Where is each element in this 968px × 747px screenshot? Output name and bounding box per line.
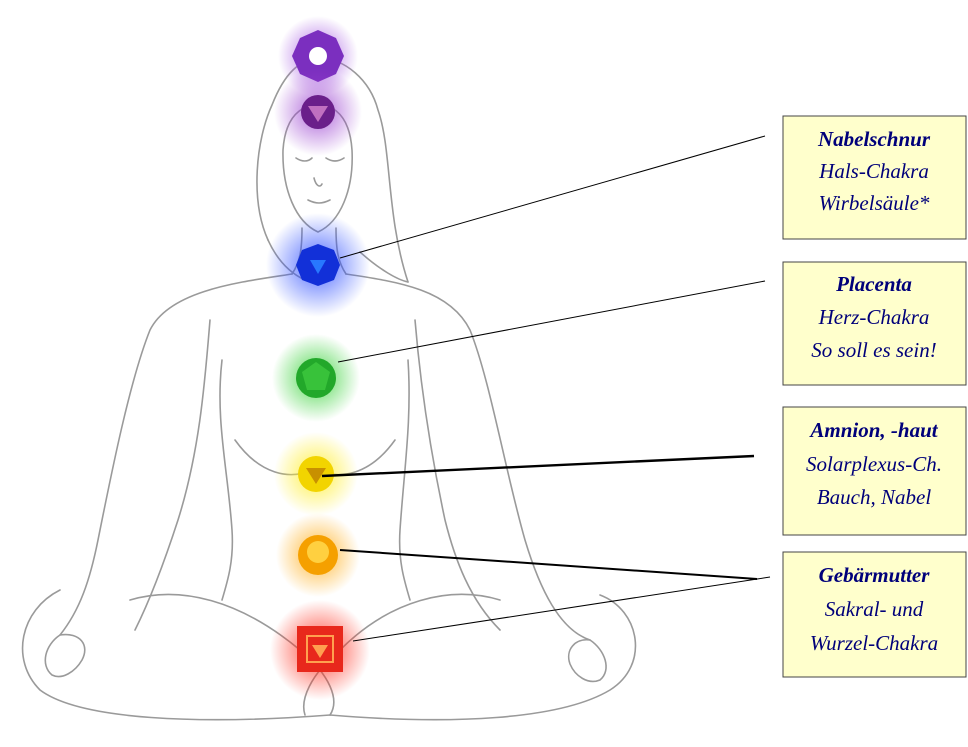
label-line: Solarplexus-Ch. [806,452,942,476]
label-line: Wirbelsäule* [819,191,930,215]
label-title: Gebärmutter [819,563,931,587]
label-line: Sakral- und [825,597,924,621]
chakra-heart [272,334,360,422]
leader-line-root [353,577,770,641]
chakra-root [270,600,370,700]
label-title: Amnion, -haut [808,418,938,442]
leader-line-throat [340,136,765,258]
label-title: Nabelschnur [817,127,931,151]
label-box-placenta: Placenta Herz-Chakra So soll es sein! [783,262,966,385]
label-box-nabelschnur: Nabelschnur Hals-Chakra Wirbelsäule* [783,116,966,239]
label-line: Hals-Chakra [818,159,929,183]
label-line: Wurzel-Chakra [810,631,938,655]
chakra-throat [266,213,370,317]
label-box-amnion: Amnion, -haut Solarplexus-Ch. Bauch, Nab… [783,407,966,535]
leader-line-heart [338,281,765,362]
label-line: Herz-Chakra [818,305,930,329]
leader-lines [322,136,770,641]
label-box-gebaermutter: Gebärmutter Sakral- und Wurzel-Chakra [783,552,966,677]
label-title: Placenta [835,272,912,296]
leader-line-solar [322,456,754,476]
label-line: Bauch, Nabel [817,485,931,509]
chakra-sacral [276,513,360,597]
label-line: So soll es sein! [811,338,936,362]
chakra-third-eye [274,68,362,156]
